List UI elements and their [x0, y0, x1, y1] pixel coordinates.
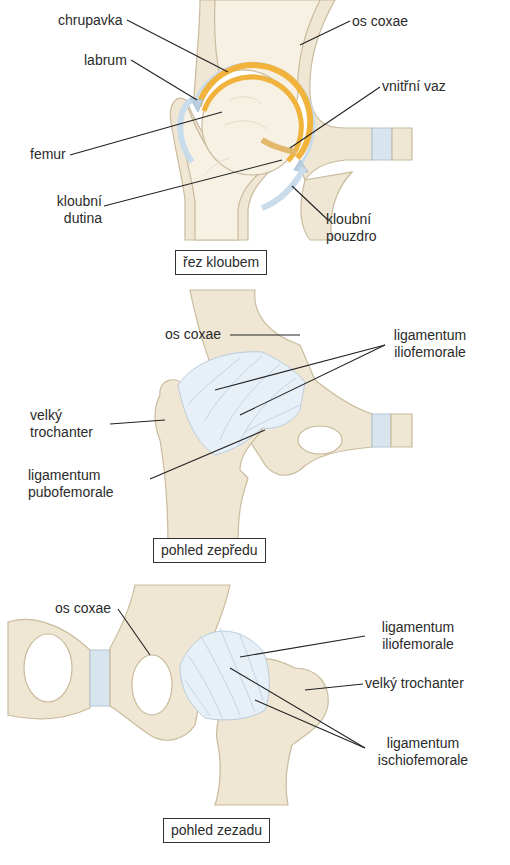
- part-label: ligamentum iliofemorale: [380, 327, 480, 361]
- part-label: os coxae: [55, 600, 111, 617]
- leader-line: [305, 684, 363, 690]
- part-label: kloubní dutina: [40, 193, 102, 227]
- leader-line: [118, 609, 150, 655]
- pelvis-bone: [194, 0, 372, 180]
- symphysis-disc: [372, 414, 391, 447]
- leader-line: [290, 87, 380, 148]
- caption-box: pohled zezadu: [163, 818, 270, 843]
- leader-line: [300, 21, 350, 45]
- leader-line: [215, 345, 385, 390]
- back-leaders: [118, 609, 365, 748]
- ligament-fibers: [185, 628, 263, 718]
- joint-capsule: [262, 168, 304, 208]
- part-label: kloubní pouzdro: [326, 211, 398, 245]
- leader-line: [70, 112, 222, 155]
- section-view: [170, 0, 412, 240]
- part-label: chrupavka: [58, 12, 123, 29]
- leader-line: [240, 636, 365, 657]
- part-label: vnitřní vaz: [382, 78, 446, 95]
- bone-texture: [205, 97, 268, 175]
- pelvis-other-side: [391, 414, 412, 447]
- part-label: femur: [30, 146, 66, 163]
- joint-capsule: [180, 100, 192, 162]
- front-view: [155, 290, 412, 545]
- ligament-teres: [262, 140, 296, 152]
- leader-line: [230, 668, 365, 748]
- leader-line: [104, 160, 282, 206]
- leader-line: [150, 430, 265, 479]
- part-label: ligamentum ischiofemorale: [368, 735, 478, 769]
- part-label: ligamentum pubofemorale: [28, 467, 158, 501]
- head-cartilage: [204, 77, 301, 161]
- part-label: os coxae: [352, 13, 408, 30]
- leader-line: [240, 345, 385, 415]
- leader-line: [110, 420, 165, 424]
- caption-box: řez kloubem: [175, 250, 267, 275]
- caption-text: řez kloubem: [183, 254, 259, 271]
- symphysis-disc: [372, 128, 392, 160]
- section-leaders: [70, 20, 380, 220]
- front-leaders: [110, 335, 385, 479]
- ligament-fibers: [188, 356, 300, 445]
- pelvis-other-side: [392, 128, 412, 160]
- part-label: ligamentum iliofemorale: [368, 619, 468, 653]
- part-label: velký trochanter: [365, 675, 505, 692]
- part-label: velký trochanter: [30, 407, 120, 441]
- pelvis-other-side: [8, 619, 90, 718]
- obturator-foramen: [298, 426, 342, 454]
- back-view: [8, 585, 328, 805]
- femoral-head: [202, 75, 302, 175]
- leader-line: [230, 334, 300, 335]
- caption-box: pohled zepředu: [153, 538, 266, 563]
- caption-text: pohled zezadu: [171, 822, 262, 839]
- part-label: labrum: [84, 52, 127, 69]
- leader-line: [131, 60, 197, 100]
- obturator-foramen: [24, 634, 72, 702]
- leader-line: [292, 186, 328, 220]
- ligament-fan: [180, 631, 269, 720]
- leader-line: [127, 20, 228, 72]
- part-label: os coxae: [165, 326, 221, 343]
- obturator-foramen: [132, 655, 172, 715]
- leader-line: [255, 700, 365, 748]
- symphysis-disc: [90, 650, 110, 706]
- caption-text: pohled zepředu: [161, 542, 258, 559]
